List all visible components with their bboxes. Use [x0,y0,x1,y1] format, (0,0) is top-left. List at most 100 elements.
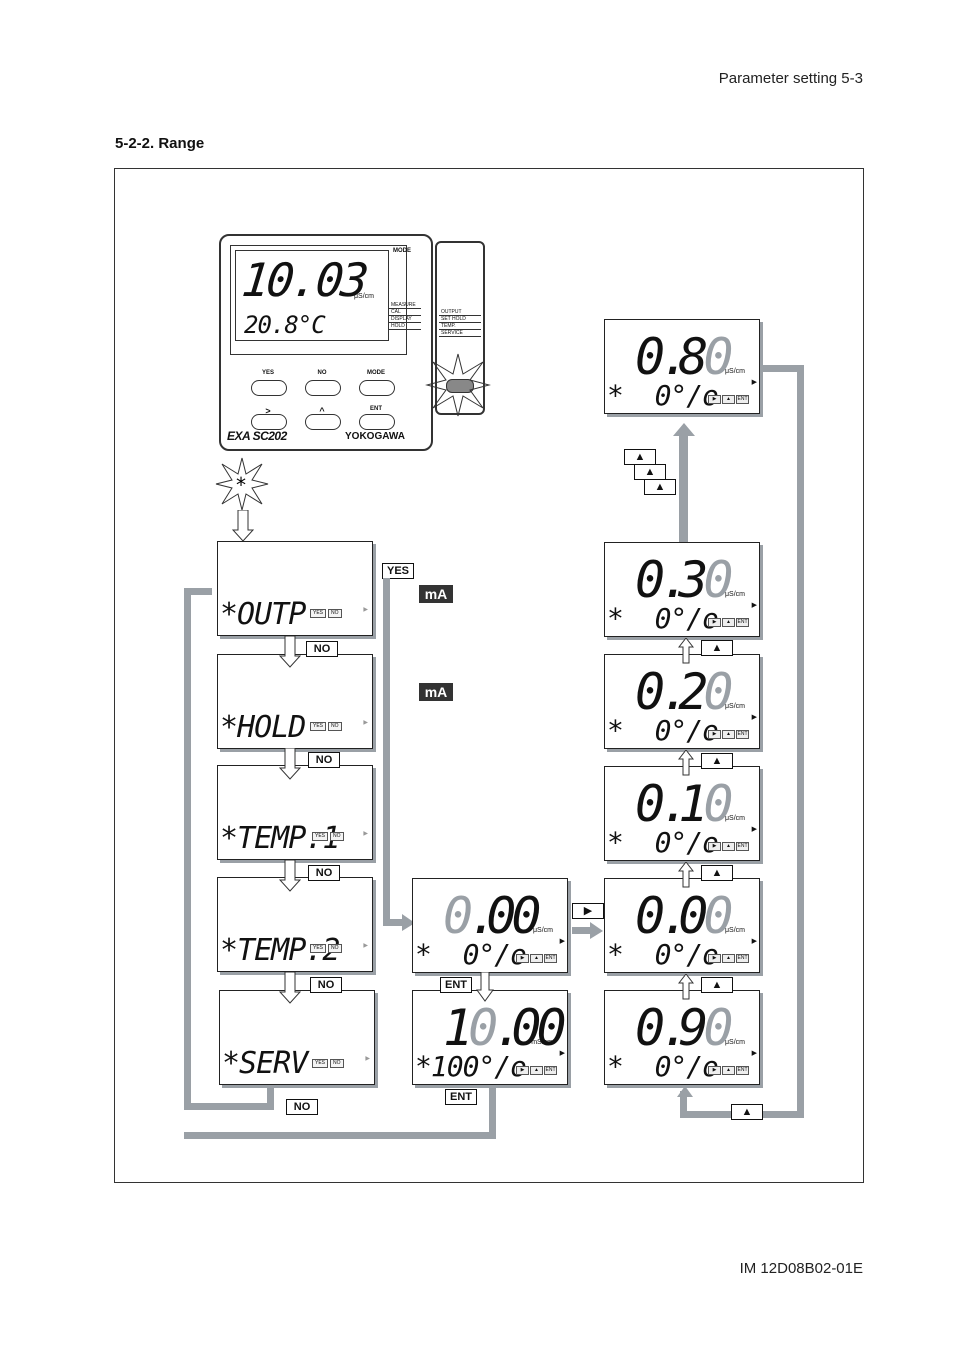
device-maker: YOKOGAWA [345,431,406,442]
lcd-ent-indicator: ENT [736,842,749,851]
triangle-icon: ▶ [363,943,368,949]
yes-key-indicator: YES [312,1059,329,1068]
lcd-key-indicators: ▶▲ENT [708,842,749,851]
lcd-digit: 0 [635,999,665,1057]
device-no-button[interactable] [305,380,341,396]
ent-key[interactable]: ENT [445,1089,477,1105]
up-key[interactable]: ▲ [634,464,666,480]
triangle-icon: ▶ [363,831,368,837]
svg-text:*: * [235,473,247,497]
no-key-indicator: NO [328,722,342,731]
up-arrow-icon [678,974,694,1000]
lcd-key-indicators: ▶▲ENT [708,1066,749,1075]
loop-connector [184,588,212,595]
lcd-up-indicator: ▲ [722,842,735,851]
up-key[interactable]: ▲ [731,1104,763,1120]
lcd-pointer-icon: ▶ [751,826,757,833]
menu-measure: MEASURE [389,302,421,309]
lcd-pointer-icon: ▶ [751,938,757,945]
right-arrowhead-icon [402,914,415,931]
lcd-digit: . [660,999,690,1057]
loop-connector [184,588,191,1110]
up-key[interactable]: ▲ [624,449,656,465]
down-arrow-icon [476,972,494,1002]
up-arrow-icon [678,638,694,664]
lcd-right-indicator: ▶ [708,618,721,627]
lcd-digit: . [660,551,690,609]
device-up-button[interactable] [305,414,341,430]
right-key[interactable]: ▶ [572,903,604,919]
no-key[interactable]: NO [308,865,340,881]
side-menu: OUTPUT SET HOLD TEMP. SERVICE [439,309,481,337]
right-arrowhead-icon [590,922,603,939]
loop-connector [267,1088,274,1110]
lcd-value: 0.20 [635,663,733,721]
ent-label: ENT [370,406,382,412]
lcd-key-indicators: ▶▲ENT [516,954,557,963]
device-mode-button[interactable] [359,380,395,396]
side-menu-temp: TEMP. [439,323,481,330]
lcd-unit: μS/cm [533,927,553,934]
lcd-percent-line: * 0°/o [607,379,719,412]
hidden-service-button[interactable] [446,379,474,393]
lcd-value: 0.80 [635,332,733,382]
device-yes-button[interactable] [251,380,287,396]
lcd-pointer-icon: ▶ [751,714,757,721]
lcd-digit: 0 [635,663,665,721]
up-arrowhead-icon [677,1086,693,1097]
up-key[interactable]: ▲ [701,640,733,656]
lcd-digit: 1 [443,999,473,1057]
lcd-pointer-icon: ▶ [559,1050,565,1057]
page-header: Parameter setting 5-3 [718,70,863,87]
lcd-unit: mS/cm [531,1039,553,1046]
yes-key[interactable]: YES [382,563,414,579]
lcd-up-indicator: ▲ [722,395,735,404]
lcd-value: 0.90 [635,999,733,1057]
lcd-unit: μS/cm [725,927,745,934]
no-key[interactable]: NO [310,977,342,993]
no-key[interactable]: NO [286,1099,318,1115]
down-arrow-icon [232,510,254,542]
loop-connector [184,1103,274,1110]
up-key[interactable]: ▲ [701,753,733,769]
side-menu-set-hold: SET HOLD [439,316,481,323]
yes-connector [383,578,390,926]
device-right-button[interactable] [251,414,287,430]
device-lcd: 10.03 μS/cm 20.8°C [235,250,389,341]
lcd-key-indicators: ▶▲ENT [708,954,749,963]
ent-key[interactable]: ENT [440,977,472,993]
lcd-digit: 0 [443,887,473,945]
return-connector [797,365,804,1118]
device-ent-button[interactable] [359,414,395,430]
lcd-percent-line: * 0°/o [607,602,719,635]
lcd-key-indicators: ▶▲ENT [516,1066,557,1075]
lcd-up-indicator: ▲ [722,1066,735,1075]
right-label: > [265,406,271,416]
lcd-ent-indicator: ENT [544,1066,557,1075]
up-key[interactable]: ▲ [701,977,733,993]
document-number: IM 12D08B02-01E [739,1260,863,1277]
up-key[interactable]: ▲ [701,865,733,881]
lcd-ent-indicator: ENT [736,618,749,627]
no-key[interactable]: NO [308,752,340,768]
yes-label: YES [261,370,274,376]
lcd-right-indicator: ▶ [708,395,721,404]
side-menu-service: SERVICE [439,330,481,337]
up-key[interactable]: ▲ [644,479,676,495]
lcd-key-indicators: ▶▲ENT [708,395,749,404]
lcd-ent-indicator: ENT [736,730,749,739]
menu-screen-text: *OUTP [220,597,306,632]
lcd-right-indicator: ▶ [708,730,721,739]
no-key[interactable]: NO [306,641,338,657]
loop-connector [184,1132,496,1139]
lcd-percent-line: * 0°/o [607,1050,719,1083]
